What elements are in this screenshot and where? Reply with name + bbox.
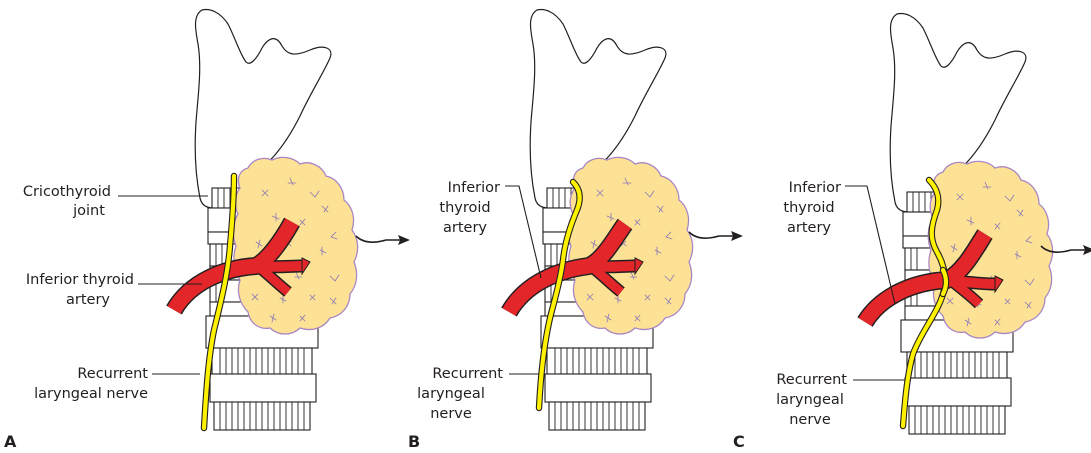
thyroid-lobe bbox=[568, 157, 692, 334]
panel-letter-b: B bbox=[408, 432, 420, 451]
label-recurrent-laryngeal-nerve-3: nerve bbox=[789, 412, 831, 428]
label-recurrent-laryngeal-nerve-1: Recurrent bbox=[77, 366, 148, 382]
thyroid-lobe bbox=[928, 161, 1052, 338]
thyroid-lobe bbox=[233, 157, 357, 334]
traction-arrow bbox=[356, 235, 410, 245]
label-recurrent-laryngeal-nerve-1: Recurrent bbox=[432, 366, 503, 382]
label-recurrent-laryngeal-nerve-1: Recurrent bbox=[776, 372, 847, 388]
label-recurrent-laryngeal-nerve-2: laryngeal nerve bbox=[34, 386, 148, 402]
label-inferior-thyroid-artery-2: artery bbox=[66, 292, 110, 308]
panel-letter-a: A bbox=[4, 432, 17, 451]
panel-letter-c: C bbox=[733, 432, 745, 451]
label-inferior-thyroid-artery-2: thyroid bbox=[783, 200, 834, 216]
label-recurrent-laryngeal-nerve-3: nerve bbox=[430, 406, 472, 422]
label-inferior-thyroid-artery-3: artery bbox=[787, 220, 831, 236]
label-inferior-thyroid-artery-1: Inferior thyroid bbox=[26, 272, 134, 288]
panel-c: Inferior thyroid artery Recurrent laryng… bbox=[776, 14, 1091, 434]
label-inferior-thyroid-artery-1: Inferior bbox=[789, 180, 841, 196]
panel-a: Cricothyroid joint Inferior thyroid arte… bbox=[23, 10, 410, 430]
label-inferior-thyroid-artery-3: artery bbox=[443, 220, 487, 236]
traction-arrow bbox=[689, 231, 743, 241]
label-inferior-thyroid-artery-2: thyroid bbox=[439, 200, 490, 216]
label-cricothyroid-joint-1: Cricothyroid bbox=[23, 184, 111, 200]
label-recurrent-laryngeal-nerve-2: laryngeal bbox=[776, 392, 844, 408]
label-inferior-thyroid-artery-1: Inferior bbox=[448, 180, 500, 196]
panel-b: Inferior thyroid artery Recurrent laryng… bbox=[417, 10, 743, 430]
label-cricothyroid-joint-2: joint bbox=[72, 203, 105, 219]
label-recurrent-laryngeal-nerve-2: laryngeal bbox=[417, 386, 485, 402]
